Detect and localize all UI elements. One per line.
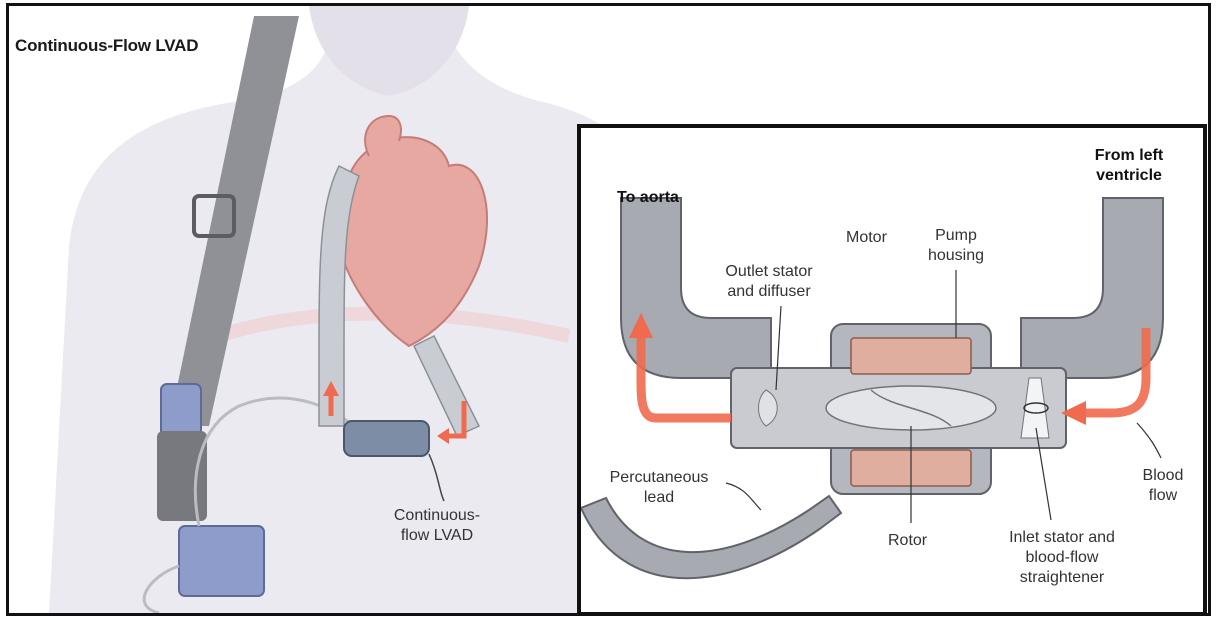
label-inlet-stator-line-2: blood-flow	[997, 548, 1127, 568]
label-percutaneous-lead-line-2: lead	[599, 488, 719, 508]
callout-lvad: Continuous- flow LVAD	[377, 506, 497, 546]
label-to-aorta: To aorta	[617, 188, 679, 208]
label-from-left-ventricle-line-1: From left	[1079, 146, 1179, 166]
lvad-pump-icon	[344, 421, 429, 456]
leader-percutaneous	[726, 483, 761, 510]
label-inlet-stator-line-1: Inlet stator and	[997, 528, 1127, 548]
label-outlet-stator-line-2: and diffuser	[709, 282, 829, 302]
label-percutaneous-lead: Percutaneous lead	[599, 468, 719, 508]
label-blood-flow-line-2: flow	[1133, 486, 1193, 506]
label-blood-flow-line-1: Blood	[1133, 466, 1193, 486]
label-from-left-ventricle-line-2: ventricle	[1079, 166, 1179, 186]
label-rotor: Rotor	[888, 531, 927, 551]
label-inlet-stator: Inlet stator and blood-flow straightener	[997, 528, 1127, 588]
label-inlet-stator-line-3: straightener	[997, 568, 1127, 588]
label-pump-housing-line-2: housing	[916, 246, 996, 266]
figure-frame: Continuous-Flow LVAD Continuous- flow LV…	[6, 3, 1211, 616]
percutaneous-lead-tube	[581, 496, 841, 578]
label-outlet-stator-line-1: Outlet stator	[709, 262, 829, 282]
pump-cross-section-inset: To aorta From left ventricle Motor Pump …	[577, 124, 1207, 616]
label-outlet-stator: Outlet stator and diffuser	[709, 262, 829, 302]
label-percutaneous-lead-line-1: Percutaneous	[599, 468, 719, 488]
label-pump-housing-line-1: Pump	[916, 226, 996, 246]
controller-pouch-icon	[157, 431, 207, 521]
label-motor: Motor	[846, 228, 887, 248]
callout-lvad-line-2: flow LVAD	[377, 526, 497, 546]
leader-blood-flow	[1137, 423, 1161, 458]
figure-title: Continuous-Flow LVAD	[15, 36, 198, 56]
label-pump-housing: Pump housing	[916, 226, 996, 266]
motor-magnet-top	[851, 338, 971, 374]
callout-lvad-line-1: Continuous-	[377, 506, 497, 526]
label-from-left-ventricle: From left ventricle	[1079, 146, 1179, 186]
battery-pack-icon	[179, 526, 264, 596]
label-blood-flow: Blood flow	[1133, 466, 1193, 506]
